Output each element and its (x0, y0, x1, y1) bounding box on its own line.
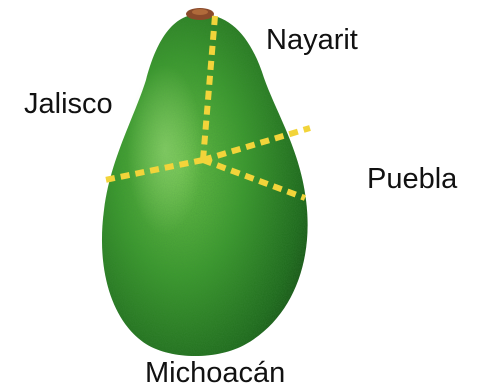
avocado-highlight (127, 65, 203, 235)
region-label-puebla: Puebla (367, 165, 457, 194)
region-label-jalisco: Jalisco (24, 90, 113, 119)
region-label-michoacan: Michoacán (145, 359, 285, 388)
region-label-nayarit: Nayarit (266, 26, 358, 55)
avocado-stem-cap (192, 9, 208, 15)
